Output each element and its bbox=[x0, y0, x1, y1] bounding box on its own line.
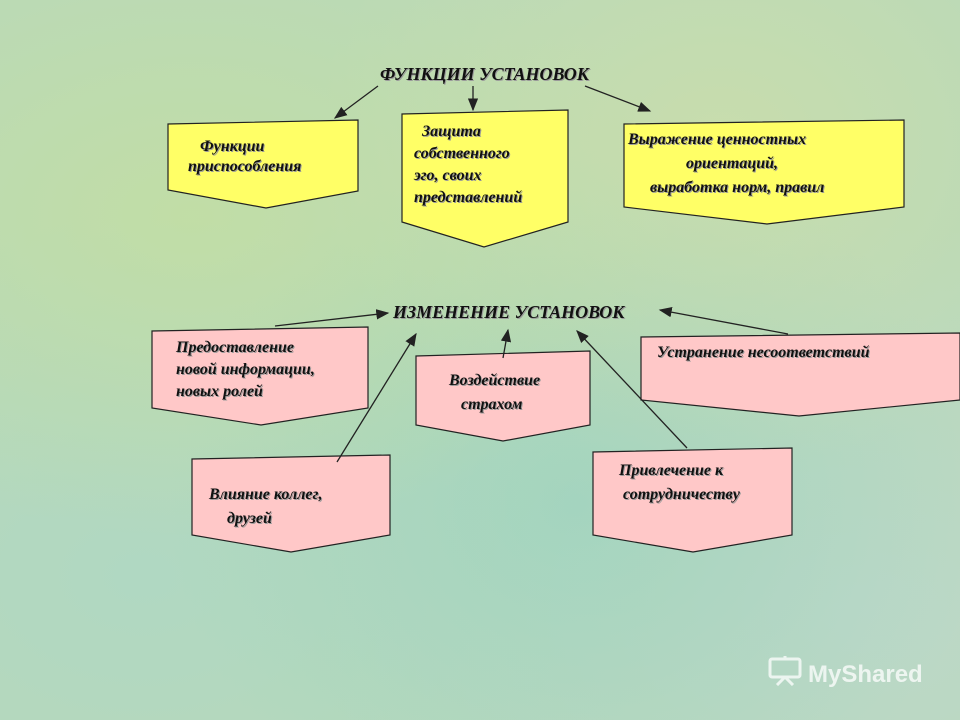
label-line: друзей bbox=[227, 510, 272, 527]
label-dissonance-removal: Устранение несоответствий bbox=[657, 343, 870, 363]
arrow-from-dissonance-removal bbox=[658, 307, 789, 335]
label-value-expression: Выражение ценностных ориентаций, выработ… bbox=[628, 128, 824, 200]
heading-attitude-functions: ФУНКЦИИ УСТАНОВОК bbox=[380, 64, 589, 84]
box-peer-influence bbox=[191, 454, 391, 553]
arrow-to-value-expression bbox=[584, 85, 652, 112]
presentation-board-icon bbox=[768, 656, 802, 693]
label-line: приспособления bbox=[188, 158, 302, 175]
label-line: ориентаций, bbox=[686, 155, 779, 172]
box-cooperation bbox=[592, 447, 793, 553]
label-line: Воздействие bbox=[449, 372, 541, 389]
label-line: страхом bbox=[461, 396, 523, 413]
label-line: Предоставление bbox=[176, 339, 294, 356]
label-line: представлений bbox=[414, 189, 523, 206]
box-adaptation bbox=[167, 119, 359, 209]
label-line: Защита bbox=[422, 123, 481, 140]
label-line: эго, своих bbox=[414, 167, 482, 184]
box-value-expression bbox=[623, 119, 905, 225]
label-cooperation: Привлечение к сотрудничеству bbox=[619, 459, 740, 507]
arrow-from-fear-appeal bbox=[500, 328, 512, 359]
watermark-text: MyShared bbox=[808, 660, 923, 688]
label-fear-appeal: Воздействие страхом bbox=[449, 369, 540, 417]
arrow-from-new-information bbox=[274, 309, 390, 327]
arrow-to-adaptation bbox=[333, 85, 379, 119]
label-line: новых ролей bbox=[176, 383, 263, 400]
label-line: Выражение ценностных bbox=[628, 131, 807, 148]
box-new-information bbox=[151, 326, 369, 426]
arrow-from-peer-influence bbox=[336, 332, 417, 463]
label-line: собственного bbox=[414, 145, 510, 162]
watermark: MyShared bbox=[768, 656, 923, 693]
label-new-information: Предоставление новой информации, новых р… bbox=[176, 337, 315, 403]
label-peer-influence: Влияние коллег, друзей bbox=[209, 483, 322, 531]
label-adaptation: Функции приспособления bbox=[188, 137, 301, 177]
label-line: Привлечение к bbox=[619, 462, 724, 479]
label-line: сотрудничеству bbox=[623, 486, 740, 503]
label-line: Устранение несоответствий bbox=[657, 344, 870, 361]
label-line: Влияние коллег, bbox=[209, 486, 323, 503]
box-dissonance-removal bbox=[640, 332, 960, 417]
label-line: выработка норм, правил bbox=[650, 179, 825, 196]
box-ego-defense bbox=[401, 109, 569, 248]
label-ego-defense: Защита собственного эго, своих представл… bbox=[414, 121, 522, 209]
heading-attitude-change: ИЗМЕНЕНИЕ УСТАНОВОК bbox=[393, 302, 625, 322]
label-line: новой информации, bbox=[176, 361, 315, 378]
label-line: Функции bbox=[200, 138, 265, 155]
arrow-from-cooperation bbox=[576, 330, 688, 449]
box-fear-appeal bbox=[415, 350, 591, 442]
